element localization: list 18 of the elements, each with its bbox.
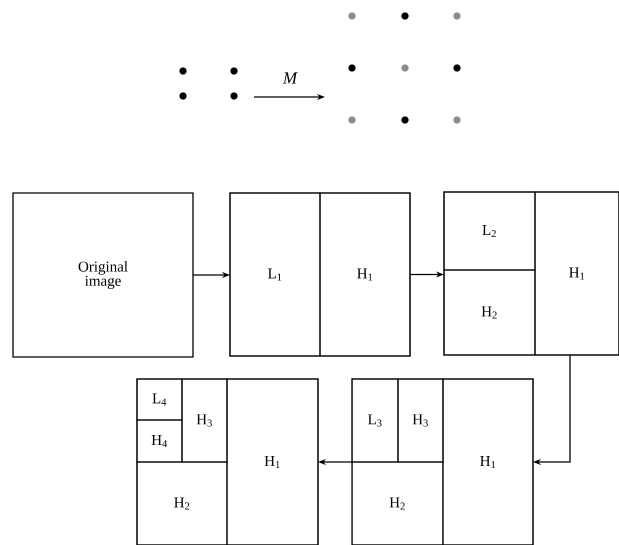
subband-cell: H$_{2}$ <box>351 461 444 545</box>
subband-cell: H$_{1}$ <box>534 191 619 356</box>
edge-label: M <box>282 71 298 85</box>
subband-cell: H$_{1}$ <box>442 378 534 545</box>
subband-cell: H$_{2}$ <box>443 269 536 356</box>
subband-cell: L$_{3}$ <box>351 378 399 463</box>
subband-cell: L$_{1}$ <box>229 192 321 357</box>
subband-cell: L$_{2}$ <box>443 191 536 271</box>
dot-grid <box>179 67 238 100</box>
subband-cell: H$_{4}$ <box>136 419 183 463</box>
dot-grid <box>348 12 461 124</box>
subband-cell: H$_{3}$ <box>181 378 228 463</box>
subband-cell: H$_{3}$ <box>397 378 444 463</box>
original-image-box: Original image <box>12 192 194 358</box>
subband-cell: H$_{2}$ <box>136 461 228 545</box>
subband-cell: H$_{1}$ <box>319 192 411 357</box>
subband-cell: H$_{1}$ <box>226 378 319 545</box>
subband-cell: L$_{4}$ <box>136 378 183 421</box>
